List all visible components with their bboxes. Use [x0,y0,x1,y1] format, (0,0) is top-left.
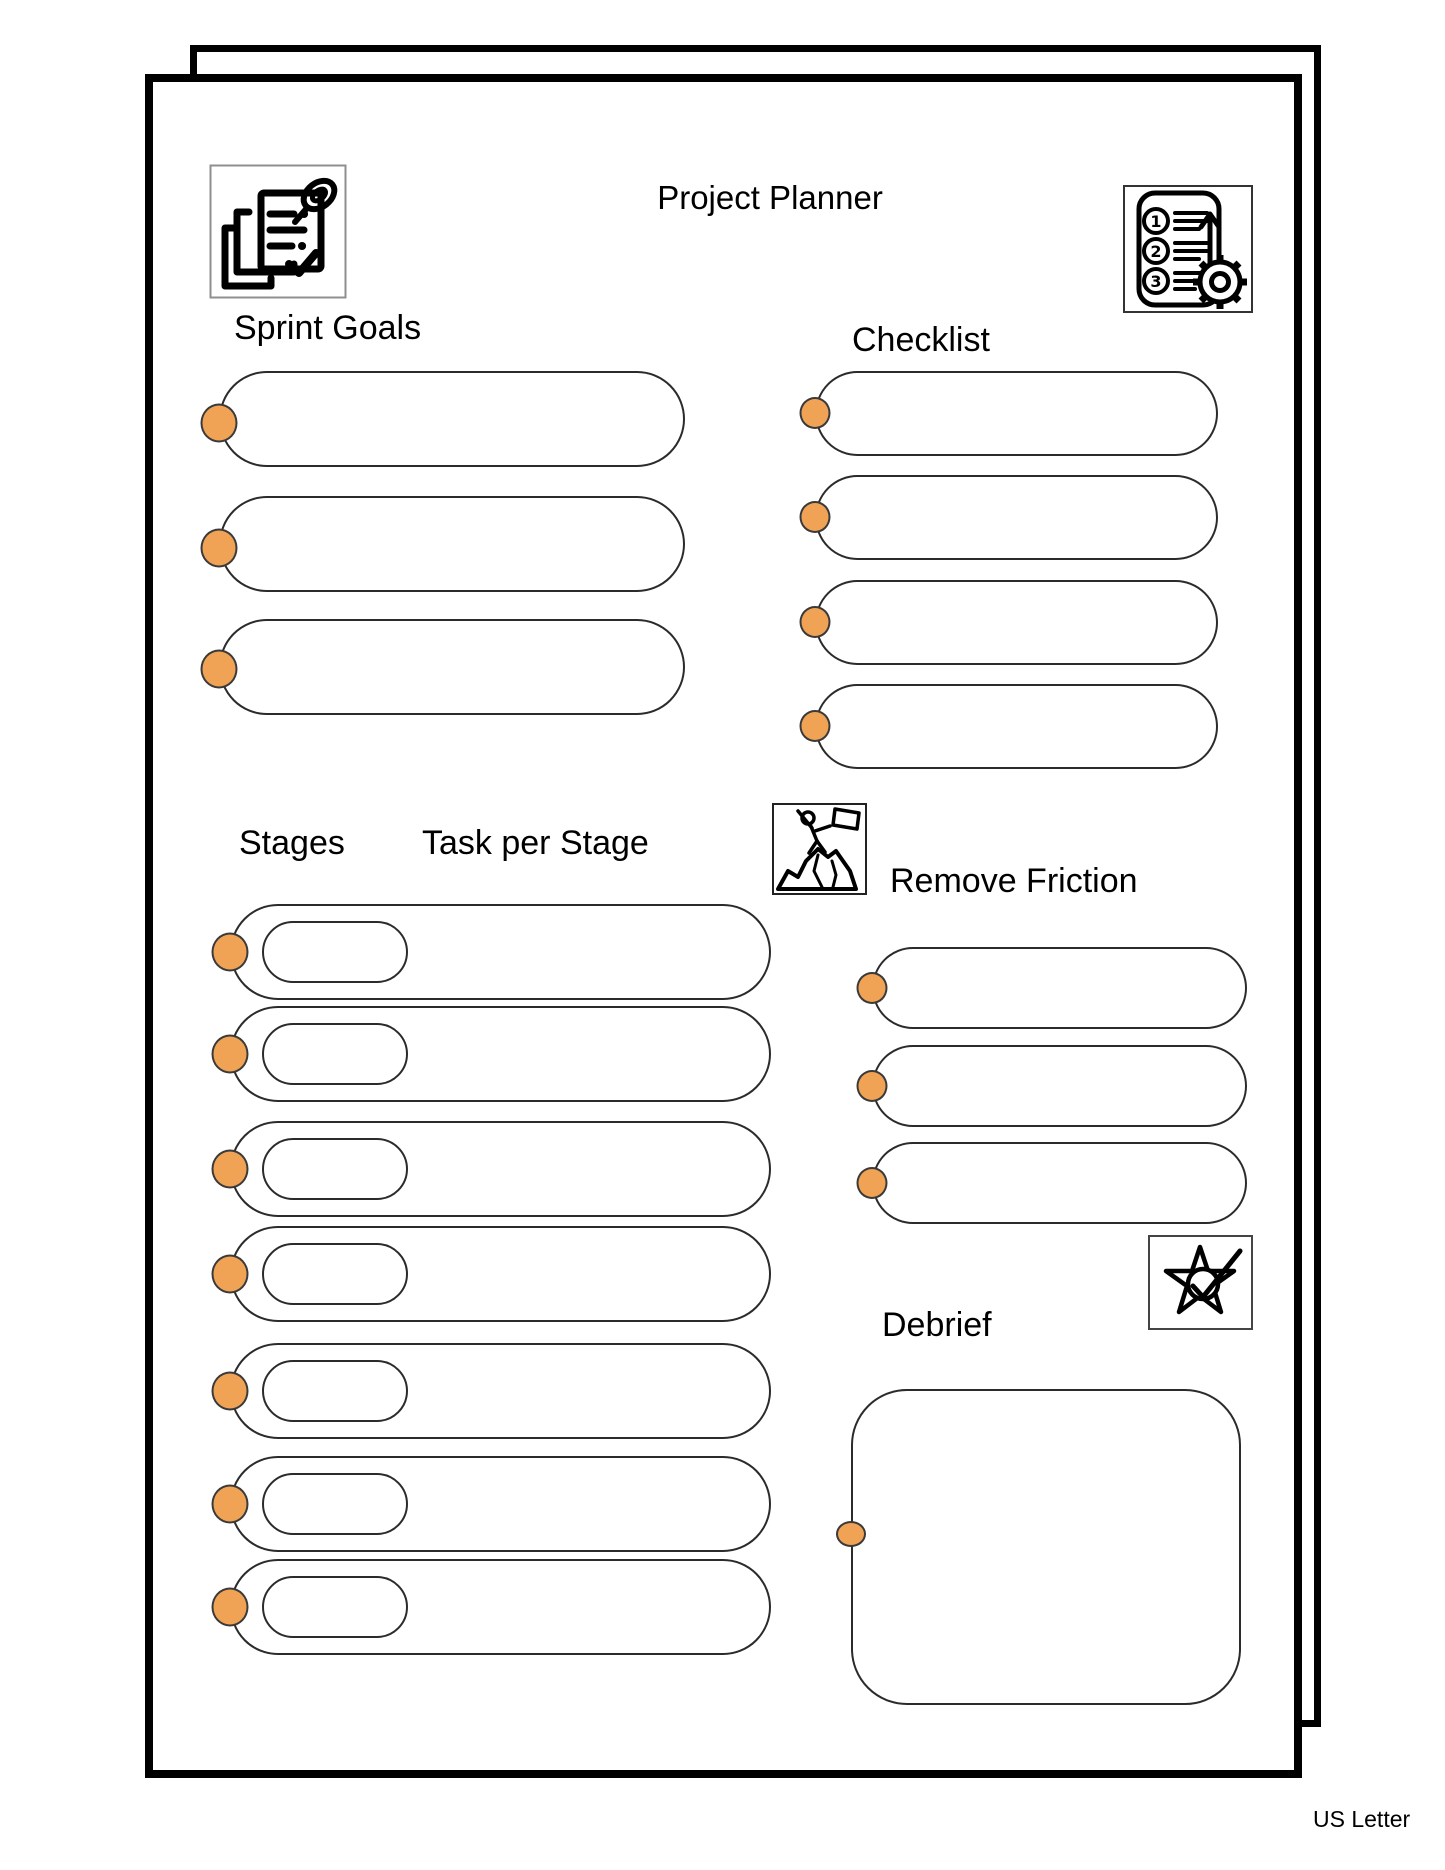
bullet-dot [799,397,831,429]
checklist-label: Checklist [852,321,990,359]
paper-size-label: US Letter [1313,1806,1411,1832]
bullet-dot [211,1254,249,1294]
bullet-dot [211,1149,249,1189]
list-number-2: 2 [1150,242,1161,261]
sprint-goal-field-1[interactable] [219,371,685,467]
checklist-field-3[interactable] [815,580,1218,665]
stage-field-7[interactable] [262,1576,408,1638]
sprint-goal-field-2[interactable] [219,496,685,592]
bullet-dot [799,710,831,742]
bullet-dot [211,1034,249,1074]
task-field-4[interactable] [230,1226,771,1322]
remove-friction-field-1[interactable] [872,947,1247,1029]
stage-field-2[interactable] [262,1023,408,1085]
stage-field-1[interactable] [262,921,408,983]
list-number-1: 1 [1150,212,1161,231]
bullet-dot [799,606,831,638]
star-checkmark-icon [1148,1235,1253,1330]
bullet-dot [856,1070,888,1102]
task-per-stage-label: Task per Stage [422,824,649,862]
page-title: Project Planner [657,179,883,216]
checklist-field-1[interactable] [815,371,1218,456]
bullet-dot [856,1167,888,1199]
pinned-notes-icon [209,164,347,299]
sprint-goal-field-3[interactable] [219,619,685,715]
debrief-label: Debrief [882,1306,992,1344]
stages-label: Stages [239,824,345,862]
bullet-dot [200,403,238,443]
bullet-dot [836,1521,866,1547]
remove-friction-field-3[interactable] [872,1142,1247,1224]
debrief-notes-field[interactable] [851,1389,1241,1705]
checklist-field-2[interactable] [815,475,1218,560]
remove-friction-field-2[interactable] [872,1045,1247,1127]
stage-field-6[interactable] [262,1473,408,1535]
remove-friction-label: Remove Friction [890,862,1138,900]
stage-field-5[interactable] [262,1360,408,1422]
bullet-dot [799,501,831,533]
checklist-field-4[interactable] [815,684,1218,769]
bullet-dot [211,1484,249,1524]
stage-field-4[interactable] [262,1243,408,1305]
numbered-list-gear-icon: 1 2 3 [1123,185,1253,313]
sprint-goals-label: Sprint Goals [234,309,422,347]
bullet-dot [856,972,888,1004]
bullet-dot [211,1371,249,1411]
stage-field-3[interactable] [262,1138,408,1200]
bullet-dot [200,649,238,689]
bullet-dot [211,1587,249,1627]
task-field-1[interactable] [230,904,771,1000]
bullet-dot [211,932,249,972]
bullet-dot [200,528,238,568]
list-number-3: 3 [1150,272,1161,291]
mountain-climber-flag-icon [772,803,867,895]
